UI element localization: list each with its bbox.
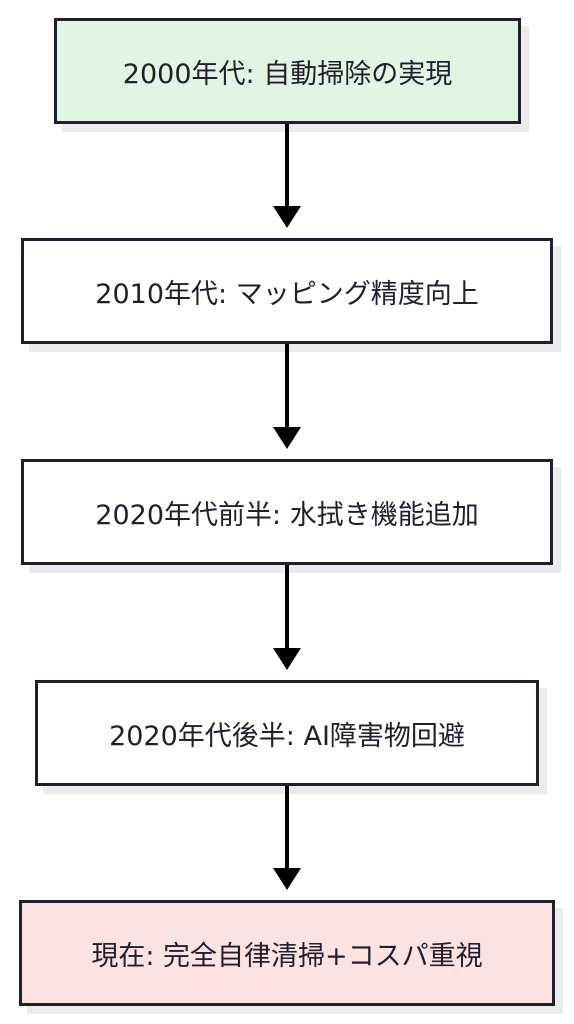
node-2010s: 2010年代: マッピング精度向上 [21,238,553,344]
node-2000s: 2000年代: 自動掃除の実現 [54,18,521,124]
arrow-n3-n4 [273,565,301,670]
node-2000s-label: 2000年代: 自動掃除の実現 [122,58,453,90]
node-2020s-late-label: 2020年代後半: AI障害物回避 [109,720,465,752]
node-2020s-late: 2020年代後半: AI障害物回避 [35,680,539,786]
node-2010s-label: 2010年代: マッピング精度向上 [95,278,479,310]
node-present-label: 現在: 完全自律清掃+コスパ重視 [91,940,483,972]
node-2020s-early: 2020年代前半: 水拭き機能追加 [21,459,553,565]
arrow-n2-n3 [273,344,301,449]
arrow-n1-n2 [273,124,301,228]
node-2020s-early-label: 2020年代前半: 水拭き機能追加 [95,499,479,531]
node-present: 現在: 完全自律清掃+コスパ重視 [19,900,555,1006]
arrow-n4-n5 [273,786,301,890]
